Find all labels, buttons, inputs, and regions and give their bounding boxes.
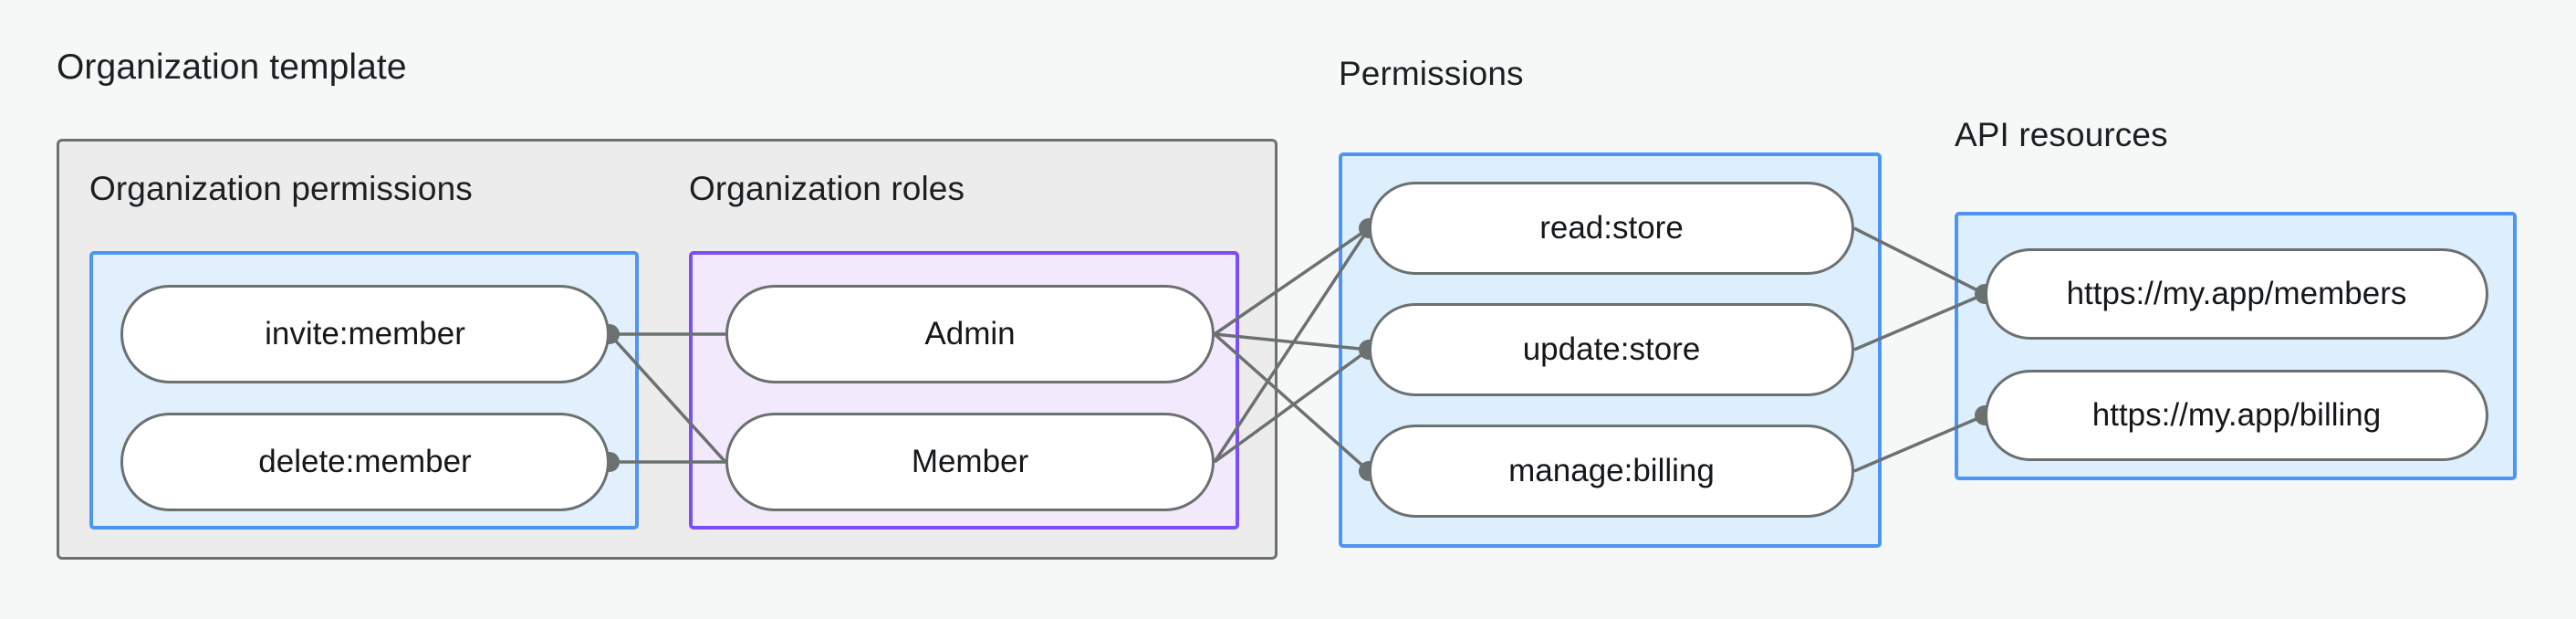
node-admin[interactable]: Admin	[725, 285, 1215, 383]
title-organization-permissions: Organization permissions	[89, 170, 473, 207]
node-read-store[interactable]: read:store	[1369, 182, 1854, 275]
title-organization-roles: Organization roles	[689, 170, 965, 207]
node-api-billing[interactable]: https://my.app/billing	[1985, 370, 2488, 461]
node-update-store[interactable]: update:store	[1369, 303, 1854, 396]
title-permissions: Permissions	[1339, 55, 1524, 92]
node-api-members[interactable]: https://my.app/members	[1985, 248, 2488, 340]
node-member[interactable]: Member	[725, 413, 1215, 511]
node-delete-member[interactable]: delete:member	[120, 413, 610, 511]
node-invite-member[interactable]: invite:member	[120, 285, 610, 383]
node-manage-billing[interactable]: manage:billing	[1369, 425, 1854, 518]
title-organization-template: Organization template	[57, 47, 407, 87]
title-api-resources: API resources	[1955, 116, 2168, 153]
